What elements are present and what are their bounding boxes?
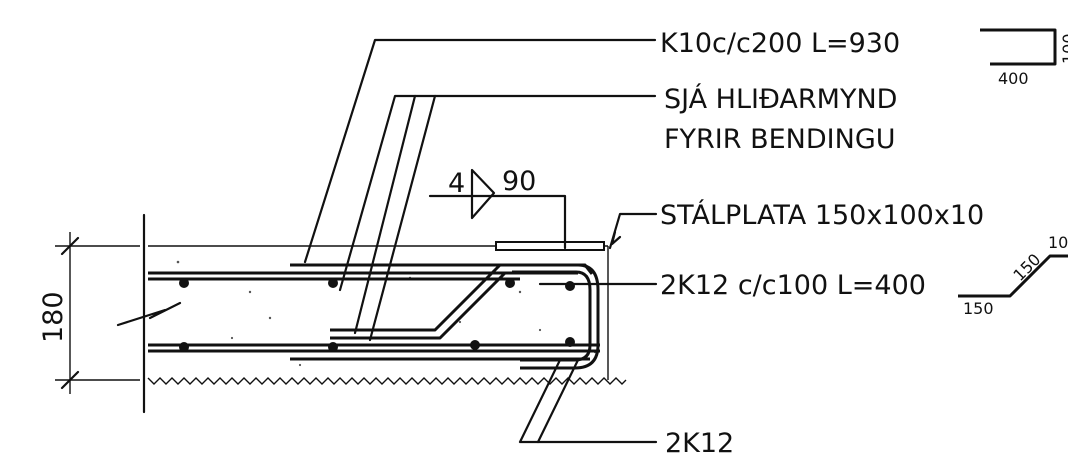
label-sja-line1: SJÁ HLIÐARMYND: [664, 83, 897, 115]
dim-180-label: 180: [38, 291, 69, 343]
label-2k12-cc100: 2K12 c/c100 L=400: [660, 270, 926, 301]
shape2-100: 10: [1048, 233, 1068, 252]
bar-shape-1: 400 100: [980, 28, 1068, 88]
dimension-180: 180: [38, 232, 140, 394]
leader-lines: [303, 38, 658, 444]
weld-size: 4: [448, 168, 465, 199]
shape2-150-diagonal: 150: [1009, 250, 1044, 285]
bar-shape-2: 150 150 10: [958, 233, 1068, 318]
label-stalplata: STÁLPLATA 150x100x10: [660, 199, 984, 231]
label-k10: K10c/c200 L=930: [660, 28, 900, 59]
steel-plate: [495, 241, 605, 251]
shape2-150-bottom: 150: [963, 299, 994, 318]
break-symbol: [116, 301, 182, 327]
reinforcement-bars: [148, 241, 605, 370]
weld-length: 90: [502, 166, 536, 197]
shape1-100: 100: [1059, 33, 1068, 64]
label-sja-line2: FYRIR BENDINGU: [664, 124, 896, 155]
slab-bottom-edge: [147, 377, 627, 385]
label-2k12: 2K12: [665, 428, 734, 459]
shape1-400: 400: [998, 69, 1029, 88]
